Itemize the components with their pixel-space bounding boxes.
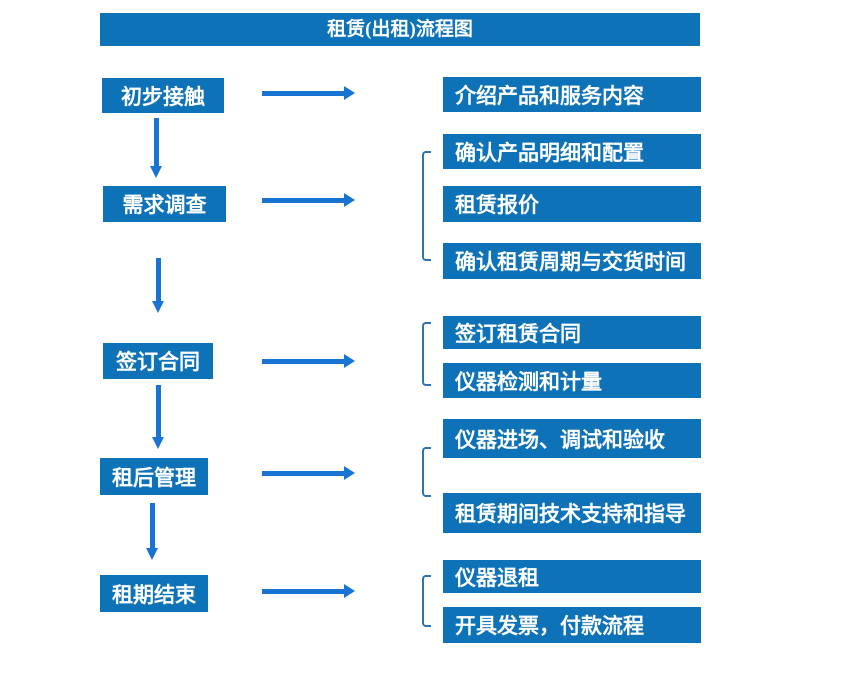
output-box-instrument-return: 仪器退租 (443, 560, 701, 593)
output-box-confirm-rental-period: 确认租赁周期与交货时间 (443, 243, 701, 279)
step-box-sign-contract: 签订合同 (103, 343, 213, 379)
group-bracket (422, 447, 431, 497)
step-box-rental-end: 租期结束 (100, 575, 208, 612)
down-arrow-icon (152, 258, 165, 313)
down-arrow-icon (150, 118, 163, 178)
output-box-invoice-payment: 开具发票，付款流程 (443, 607, 701, 643)
right-arrow-icon (262, 86, 355, 101)
step-box-post-rental-management: 租后管理 (100, 458, 208, 495)
step-box-initial-contact: 初步接触 (102, 78, 224, 113)
group-bracket (422, 322, 431, 386)
group-bracket (422, 575, 431, 627)
group-bracket (422, 151, 431, 261)
right-arrow-icon (262, 193, 355, 208)
step-box-demand-survey: 需求调查 (103, 186, 226, 222)
output-box-rental-quote: 租赁报价 (443, 186, 701, 222)
right-arrow-icon (262, 584, 355, 599)
right-arrow-icon (262, 354, 355, 369)
output-box-confirm-product-details: 确认产品明细和配置 (443, 134, 701, 169)
output-box-technical-support: 租赁期间技术支持和指导 (443, 493, 701, 533)
output-box-instrument-inspection: 仪器检测和计量 (443, 363, 701, 398)
output-box-sign-rental-contract: 签订租赁合同 (443, 316, 701, 349)
output-box-introduce-products: 介绍产品和服务内容 (443, 77, 701, 112)
down-arrow-icon (152, 385, 165, 449)
right-arrow-icon (262, 466, 355, 481)
flowchart-title: 租赁(出租)流程图 (100, 13, 700, 46)
down-arrow-icon (146, 503, 159, 560)
output-box-instrument-setup: 仪器进场、调试和验收 (443, 419, 701, 458)
